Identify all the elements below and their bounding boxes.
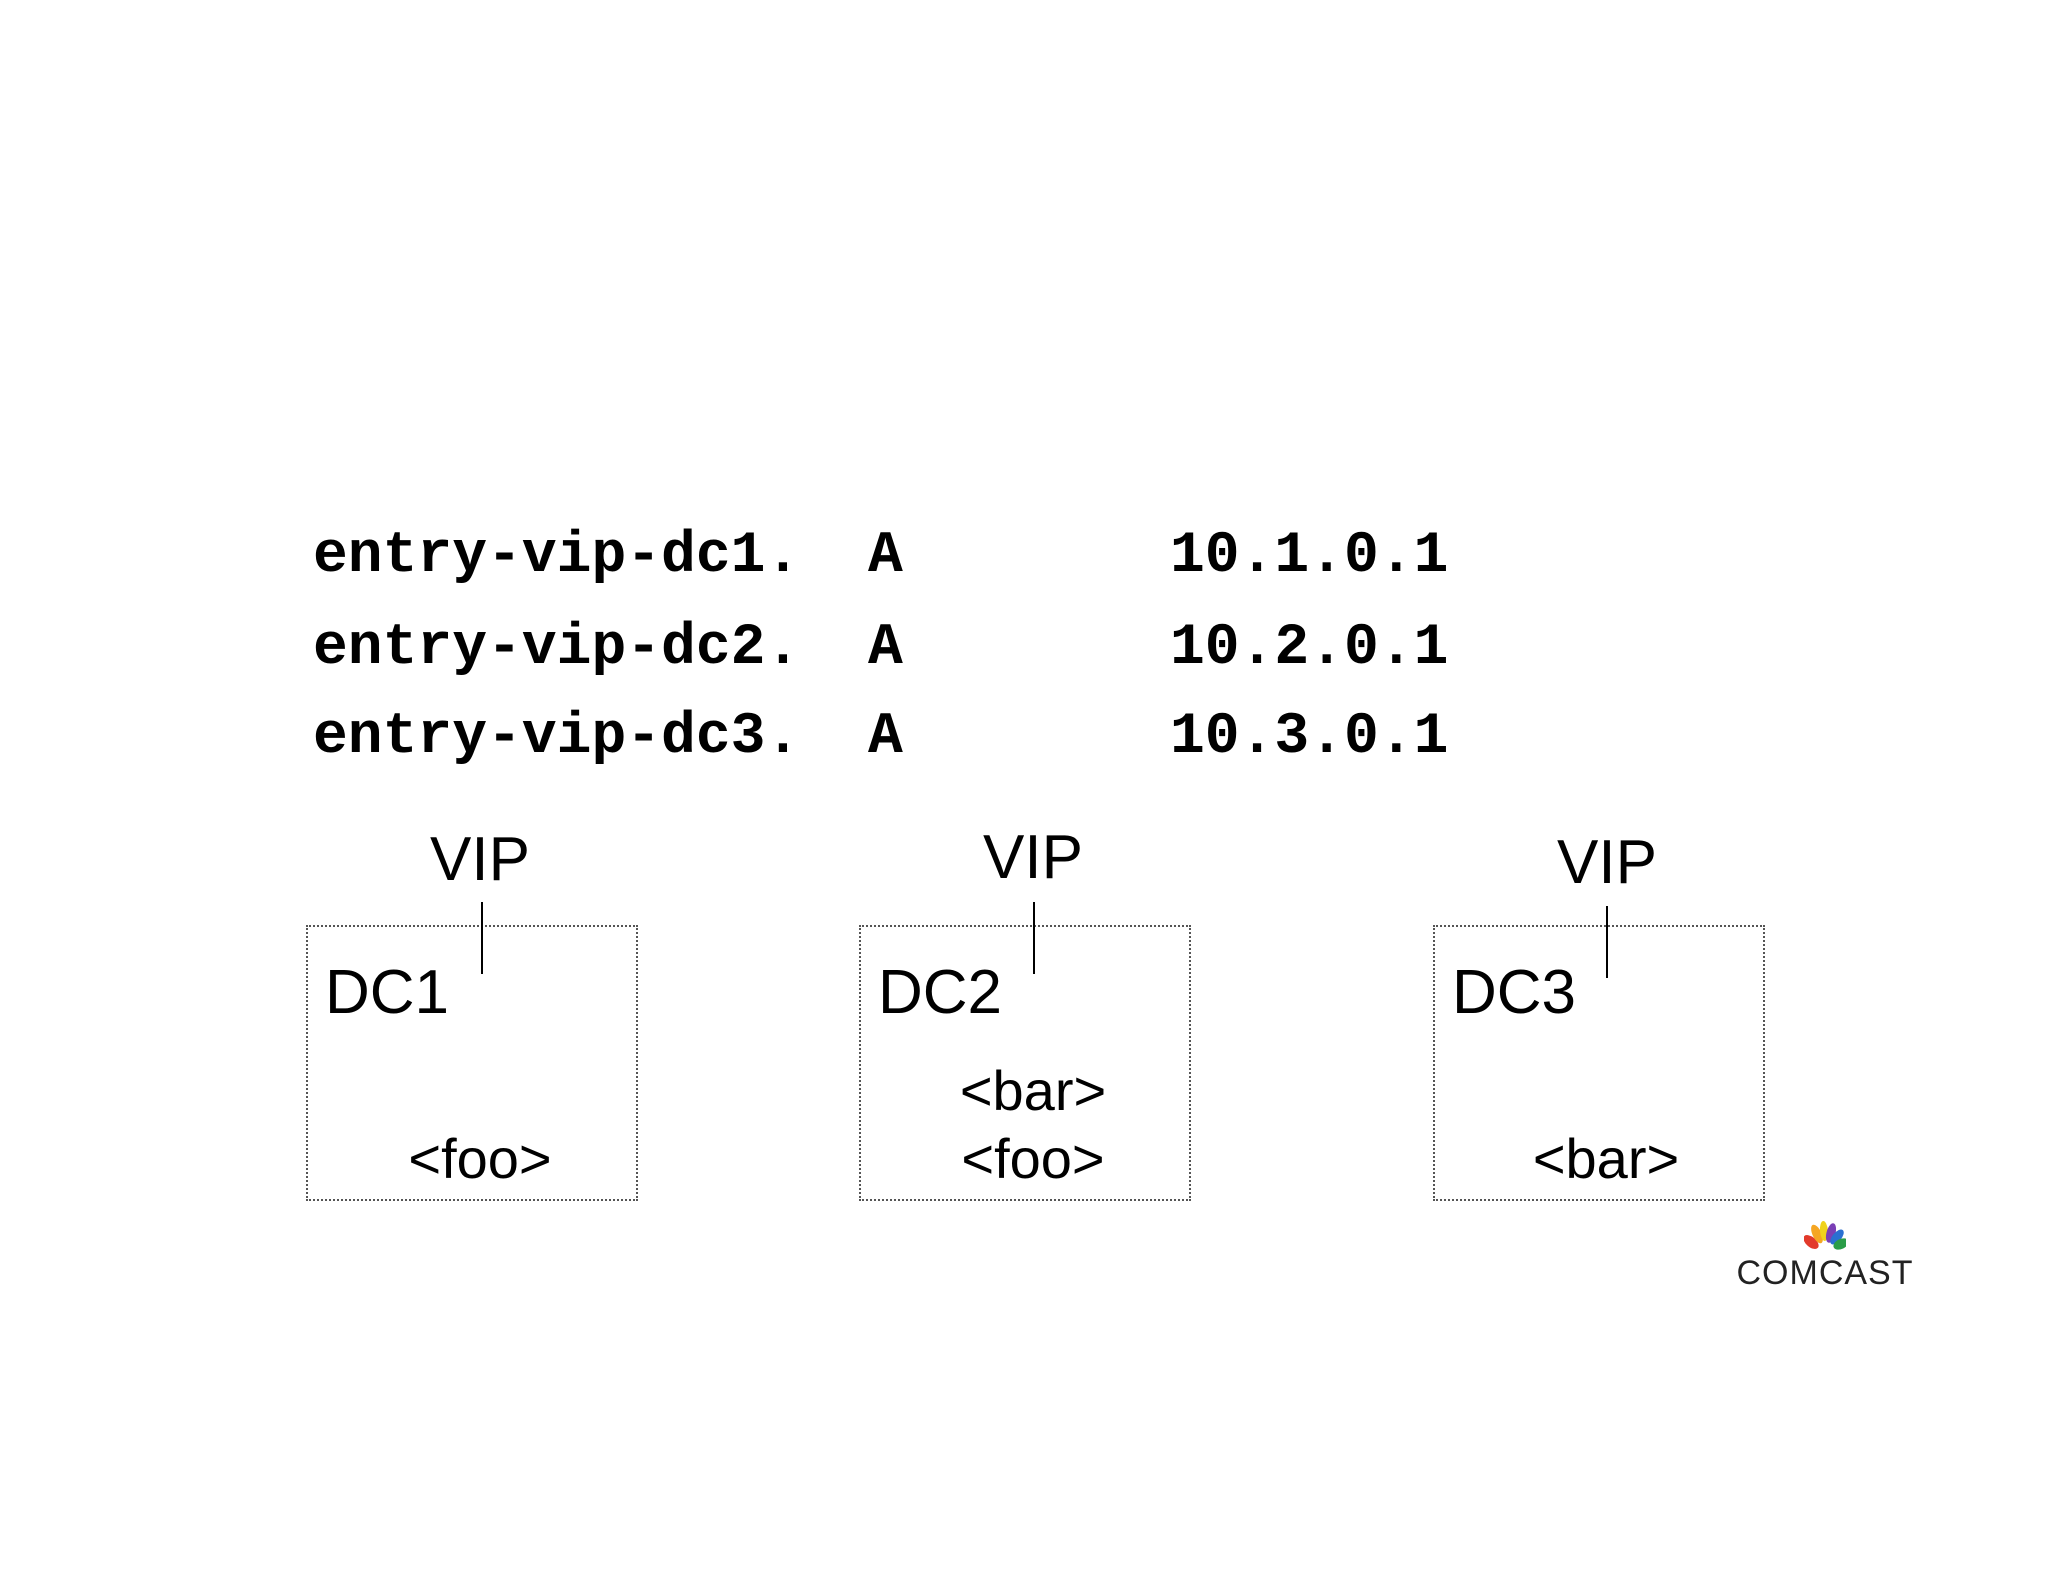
- dns-record-name: entry-vip-dc2.: [313, 616, 801, 681]
- comcast-logo: COMCAST: [1720, 1220, 1930, 1290]
- dns-record-ip: 10.2.0.1: [1170, 616, 1449, 681]
- dc2-service-bar: <bar>: [959, 1059, 1107, 1122]
- dns-record-row: entry-vip-dc1. A 10.1.0.1: [313, 528, 1448, 760]
- dns-record-row: entry-vip-dc2. A 10.2.0.1: [313, 620, 1448, 852]
- dc1-vip-label: VIP: [430, 825, 530, 894]
- peacock-feather: [1830, 1229, 1844, 1245]
- dns-record-name: entry-vip-dc3.: [313, 705, 801, 770]
- dns-record-ip: 10.3.0.1: [1170, 705, 1449, 770]
- peacock-feather: [1811, 1224, 1823, 1244]
- logo-wordmark: COMCAST: [1736, 1254, 1914, 1292]
- dns-record-type: A: [868, 705, 903, 770]
- dc1-label: DC1: [325, 958, 450, 1027]
- dns-record-row: entry-vip-dc3. A 10.3.0.1: [313, 709, 1448, 941]
- dc2-label: DC2: [878, 958, 1003, 1027]
- dc1-vip-connector: [481, 902, 483, 974]
- dns-record-ip: 10.1.0.1: [1170, 524, 1449, 589]
- dc2-service-foo: <foo>: [961, 1127, 1105, 1190]
- dns-record-type: A: [868, 616, 903, 681]
- dns-record-name: entry-vip-dc1.: [313, 524, 801, 589]
- dc3-vip-connector: [1606, 906, 1608, 978]
- dc1-service-foo: <foo>: [408, 1127, 552, 1190]
- dc2-vip-connector: [1033, 902, 1035, 974]
- peacock-feather: [1833, 1238, 1846, 1250]
- dc2-vip-label: VIP: [983, 823, 1083, 892]
- dc2-box: [859, 925, 1191, 1201]
- dc3-service-bar: <bar>: [1532, 1127, 1680, 1190]
- dc3-box: [1433, 925, 1765, 1201]
- peacock-icon: [1804, 1221, 1846, 1250]
- dc3-vip-label: VIP: [1557, 828, 1657, 897]
- peacock-feather: [1804, 1235, 1819, 1249]
- dns-record-type: A: [868, 524, 903, 589]
- dc3-label: DC3: [1452, 958, 1577, 1027]
- dc1-box: [306, 925, 638, 1201]
